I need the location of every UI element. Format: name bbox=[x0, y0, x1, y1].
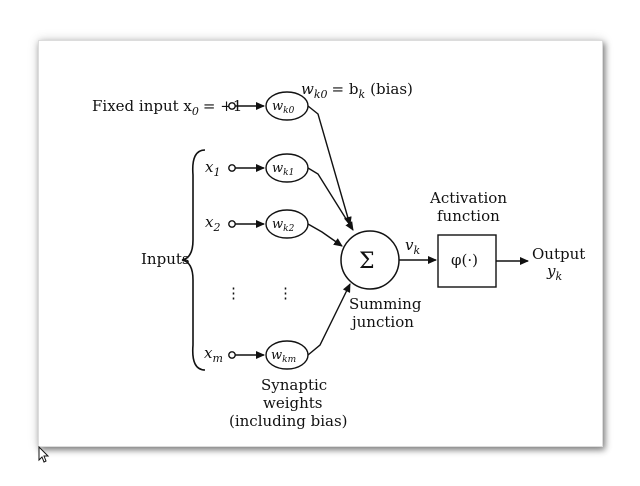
svg-text:wkm: wkm bbox=[271, 348, 296, 365]
weight-node-k1: wk1 bbox=[265, 153, 309, 183]
inputs-label: Inputs bbox=[141, 250, 190, 268]
output-label: Output bbox=[532, 245, 585, 263]
input-x1-terminal bbox=[228, 164, 236, 172]
input-xm-terminal bbox=[228, 351, 236, 359]
input-x2-terminal bbox=[228, 220, 236, 228]
mouse-pointer-icon bbox=[38, 446, 50, 463]
svg-text:wk1: wk1 bbox=[272, 161, 294, 178]
sigma-symbol: Σ bbox=[359, 249, 375, 274]
synaptic-label-line1: Synaptic bbox=[261, 376, 327, 394]
weight-node-km: wkm bbox=[265, 340, 309, 370]
inputs-ellipsis: ⋮ bbox=[226, 284, 241, 302]
input-xm-label: xm bbox=[204, 344, 223, 365]
bias-note: wk0= bk(bias) bbox=[301, 80, 413, 101]
activation-function-symbol: φ(·) bbox=[451, 251, 478, 269]
weight-k1-to-sum-arrow bbox=[307, 167, 354, 231]
inputs-brace bbox=[181, 149, 206, 371]
svg-text:wk0: wk0 bbox=[272, 99, 295, 116]
input-x1-label: x1 bbox=[205, 158, 220, 179]
input-x2-label: x2 bbox=[205, 213, 220, 234]
fixed-input-label: Fixed input x0= +1 bbox=[92, 97, 242, 118]
induced-field-label: vk bbox=[405, 236, 420, 257]
summing-label-line1: Summing bbox=[349, 295, 422, 313]
activation-title-line2: function bbox=[437, 207, 500, 225]
weight-k0-to-sum-arrow bbox=[307, 105, 352, 226]
weights-ellipsis: ⋮ bbox=[278, 284, 293, 302]
output-symbol: yk bbox=[546, 262, 562, 283]
fixed-input-terminal bbox=[228, 102, 236, 110]
synaptic-label-line3: (including bias) bbox=[229, 412, 348, 430]
summing-junction: Σ bbox=[340, 230, 400, 290]
svg-text:wk2: wk2 bbox=[272, 217, 295, 234]
weight-k2-to-sum-arrow bbox=[307, 223, 343, 247]
synaptic-label-line2: weights bbox=[263, 394, 323, 412]
weight-node-k2: wk2 bbox=[265, 209, 309, 239]
weight-km-to-sum-arrow bbox=[307, 283, 351, 356]
activation-function-box bbox=[437, 234, 497, 288]
weight-node-k0: wk0 bbox=[265, 91, 309, 121]
figure-card bbox=[38, 40, 603, 447]
activation-title-line1: Activation bbox=[429, 189, 507, 207]
summing-label-line2: junction bbox=[350, 313, 414, 331]
